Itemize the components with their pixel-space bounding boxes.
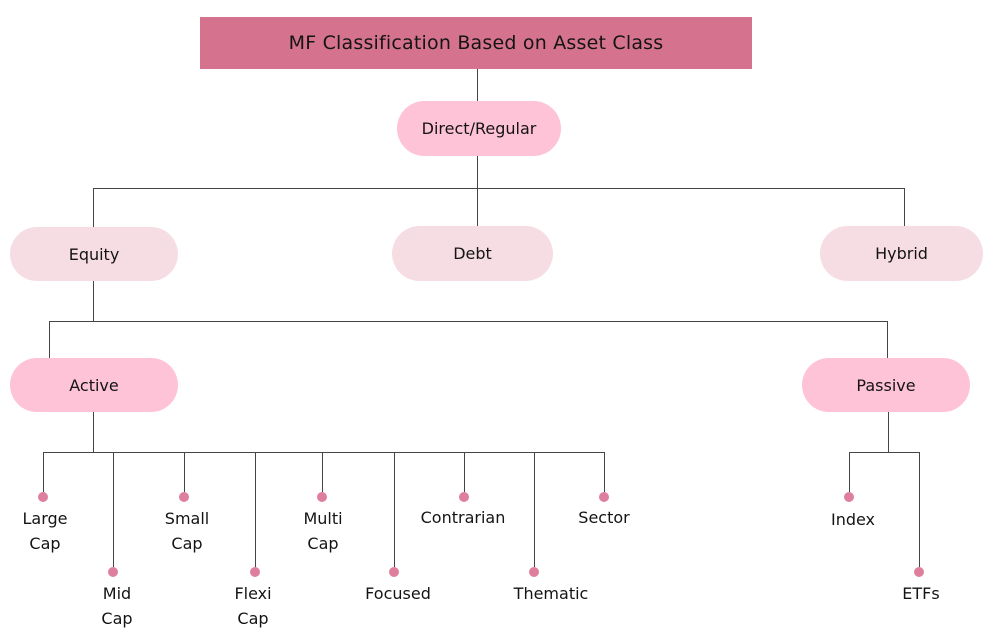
leaf-dot xyxy=(317,492,327,502)
leaf-dot xyxy=(389,567,399,577)
leaf-label-mid-cap: Mid Cap xyxy=(101,584,133,628)
node-equity: Equity xyxy=(10,227,178,281)
connector-line xyxy=(534,452,535,567)
connector-line xyxy=(849,452,850,492)
node-passive: Passive xyxy=(802,358,970,412)
connector-line xyxy=(394,452,395,567)
connector-line xyxy=(255,452,256,567)
leaf-label-etfs: ETFs xyxy=(902,584,940,603)
node-active: Active xyxy=(10,358,178,412)
leaf-label-sector: Sector xyxy=(578,508,630,527)
connector-line xyxy=(887,321,888,358)
connector-line xyxy=(184,452,185,492)
leaf-label-small-cap: Small Cap xyxy=(164,509,210,553)
connector-line xyxy=(93,188,94,227)
connector-line xyxy=(93,188,905,189)
connector-line xyxy=(477,156,478,189)
leaf-dot xyxy=(108,567,118,577)
leaf-label-thematic: Thematic xyxy=(513,584,589,603)
leaf-label-contrarian: Contrarian xyxy=(420,508,506,527)
node-hybrid: Hybrid xyxy=(820,226,983,281)
leaf-dot xyxy=(529,567,539,577)
connector-line xyxy=(849,452,919,453)
connector-line xyxy=(43,452,44,492)
connector-line xyxy=(477,69,478,101)
connector-line xyxy=(322,452,323,492)
node-direct-regular: Direct/Regular xyxy=(397,101,561,156)
connector-line xyxy=(93,412,94,453)
connector-line xyxy=(43,452,604,453)
leaf-dot xyxy=(459,492,469,502)
leaf-dot xyxy=(914,567,924,577)
connector-line xyxy=(904,188,905,226)
connector-line xyxy=(49,321,50,358)
leaf-dot xyxy=(250,567,260,577)
connector-line xyxy=(464,452,465,492)
leaf-dot xyxy=(599,492,609,502)
connector-line xyxy=(49,321,888,322)
connector-line xyxy=(919,452,920,567)
node-debt: Debt xyxy=(392,226,553,281)
leaf-dot xyxy=(844,492,854,502)
leaf-dot xyxy=(38,492,48,502)
connector-line xyxy=(93,281,94,322)
leaf-label-multi-cap: Multi Cap xyxy=(303,509,343,553)
leaf-dot xyxy=(179,492,189,502)
connector-line xyxy=(604,452,605,492)
connector-line xyxy=(477,188,478,226)
leaf-label-focused: Focused xyxy=(365,584,431,603)
connector-line xyxy=(113,452,114,567)
leaf-label-index: Index xyxy=(830,510,876,529)
leaf-label-large-cap: Large Cap xyxy=(22,509,68,553)
connector-line xyxy=(888,412,889,453)
leaf-label-flexi-cap: Flexi Cap xyxy=(234,584,272,628)
diagram-title: MF Classification Based on Asset Class xyxy=(200,17,752,69)
